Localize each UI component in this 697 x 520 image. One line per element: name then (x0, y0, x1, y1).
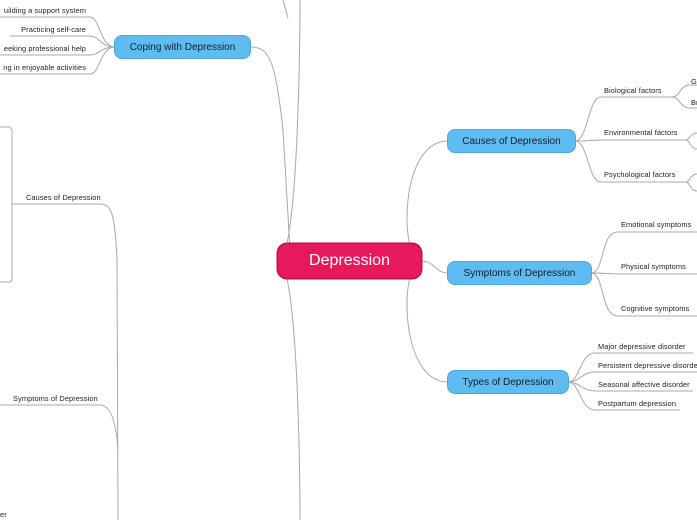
connector-central-coping (277, 260, 301, 520)
connector-central-types (406, 260, 449, 383)
subtopic-emotional-symptoms[interactable]: Emotional symptoms (621, 219, 692, 229)
subtopic-persistent-depressive-disorder[interactable]: Persistent depressive disorde (598, 360, 697, 370)
subtopic-biological-factors[interactable]: Biological factors (604, 85, 662, 95)
central-topic-depression[interactable]: Depression (278, 244, 421, 278)
outline-causes-of-depression[interactable]: Causes of Depression (26, 192, 101, 202)
subtopic-major-depressive-disorder[interactable]: Major depressive disorder (598, 341, 686, 351)
outline-bottom-fragment: er (0, 509, 7, 519)
topic-coping-with-depression[interactable]: Coping with Depression (115, 36, 250, 58)
connector-central-symptoms (420, 260, 449, 274)
subtopic-building-support-system[interactable]: uilding a support system (3, 5, 86, 15)
subtopic-engaging-enjoyable-activities[interactable]: ng in enjoyable activities (3, 62, 86, 72)
subtopic-environmental-factors[interactable]: Environmental factors (604, 127, 678, 137)
topic-types-of-depression[interactable]: Types of Depression (448, 371, 568, 393)
outline-symptoms-of-depression[interactable]: Symptoms of Depression (13, 393, 98, 403)
subtopic-biological-g[interactable]: G (691, 76, 697, 86)
subtopic-cognitive-symptoms[interactable]: Cognitive symptoms (621, 303, 690, 313)
subtopic-postpartum-depression[interactable]: Postpartum depression (598, 398, 677, 408)
subtopic-seeking-professional-help[interactable]: eeking professional help (3, 43, 86, 53)
connector-central-causes (406, 140, 449, 262)
subtopic-physical-symptoms[interactable]: Physical symptoms (621, 261, 686, 271)
subtopic-biological-br[interactable]: Br (691, 97, 697, 107)
topic-symptoms-of-depression[interactable]: Symptoms of Depression (448, 262, 591, 284)
connector-central-up (277, 0, 301, 262)
subtopic-practicing-self-care[interactable]: Practicing self-care (21, 24, 86, 34)
connector-top-line (282, 0, 289, 19)
connector-coping-branch (249, 46, 291, 251)
subtopic-psychological-factors[interactable]: Psychological factors (604, 169, 676, 179)
subtopic-seasonal-affective-disorder[interactable]: Seasonal affective disorder (598, 379, 690, 389)
topic-causes-of-depression[interactable]: Causes of Depression (448, 130, 575, 152)
